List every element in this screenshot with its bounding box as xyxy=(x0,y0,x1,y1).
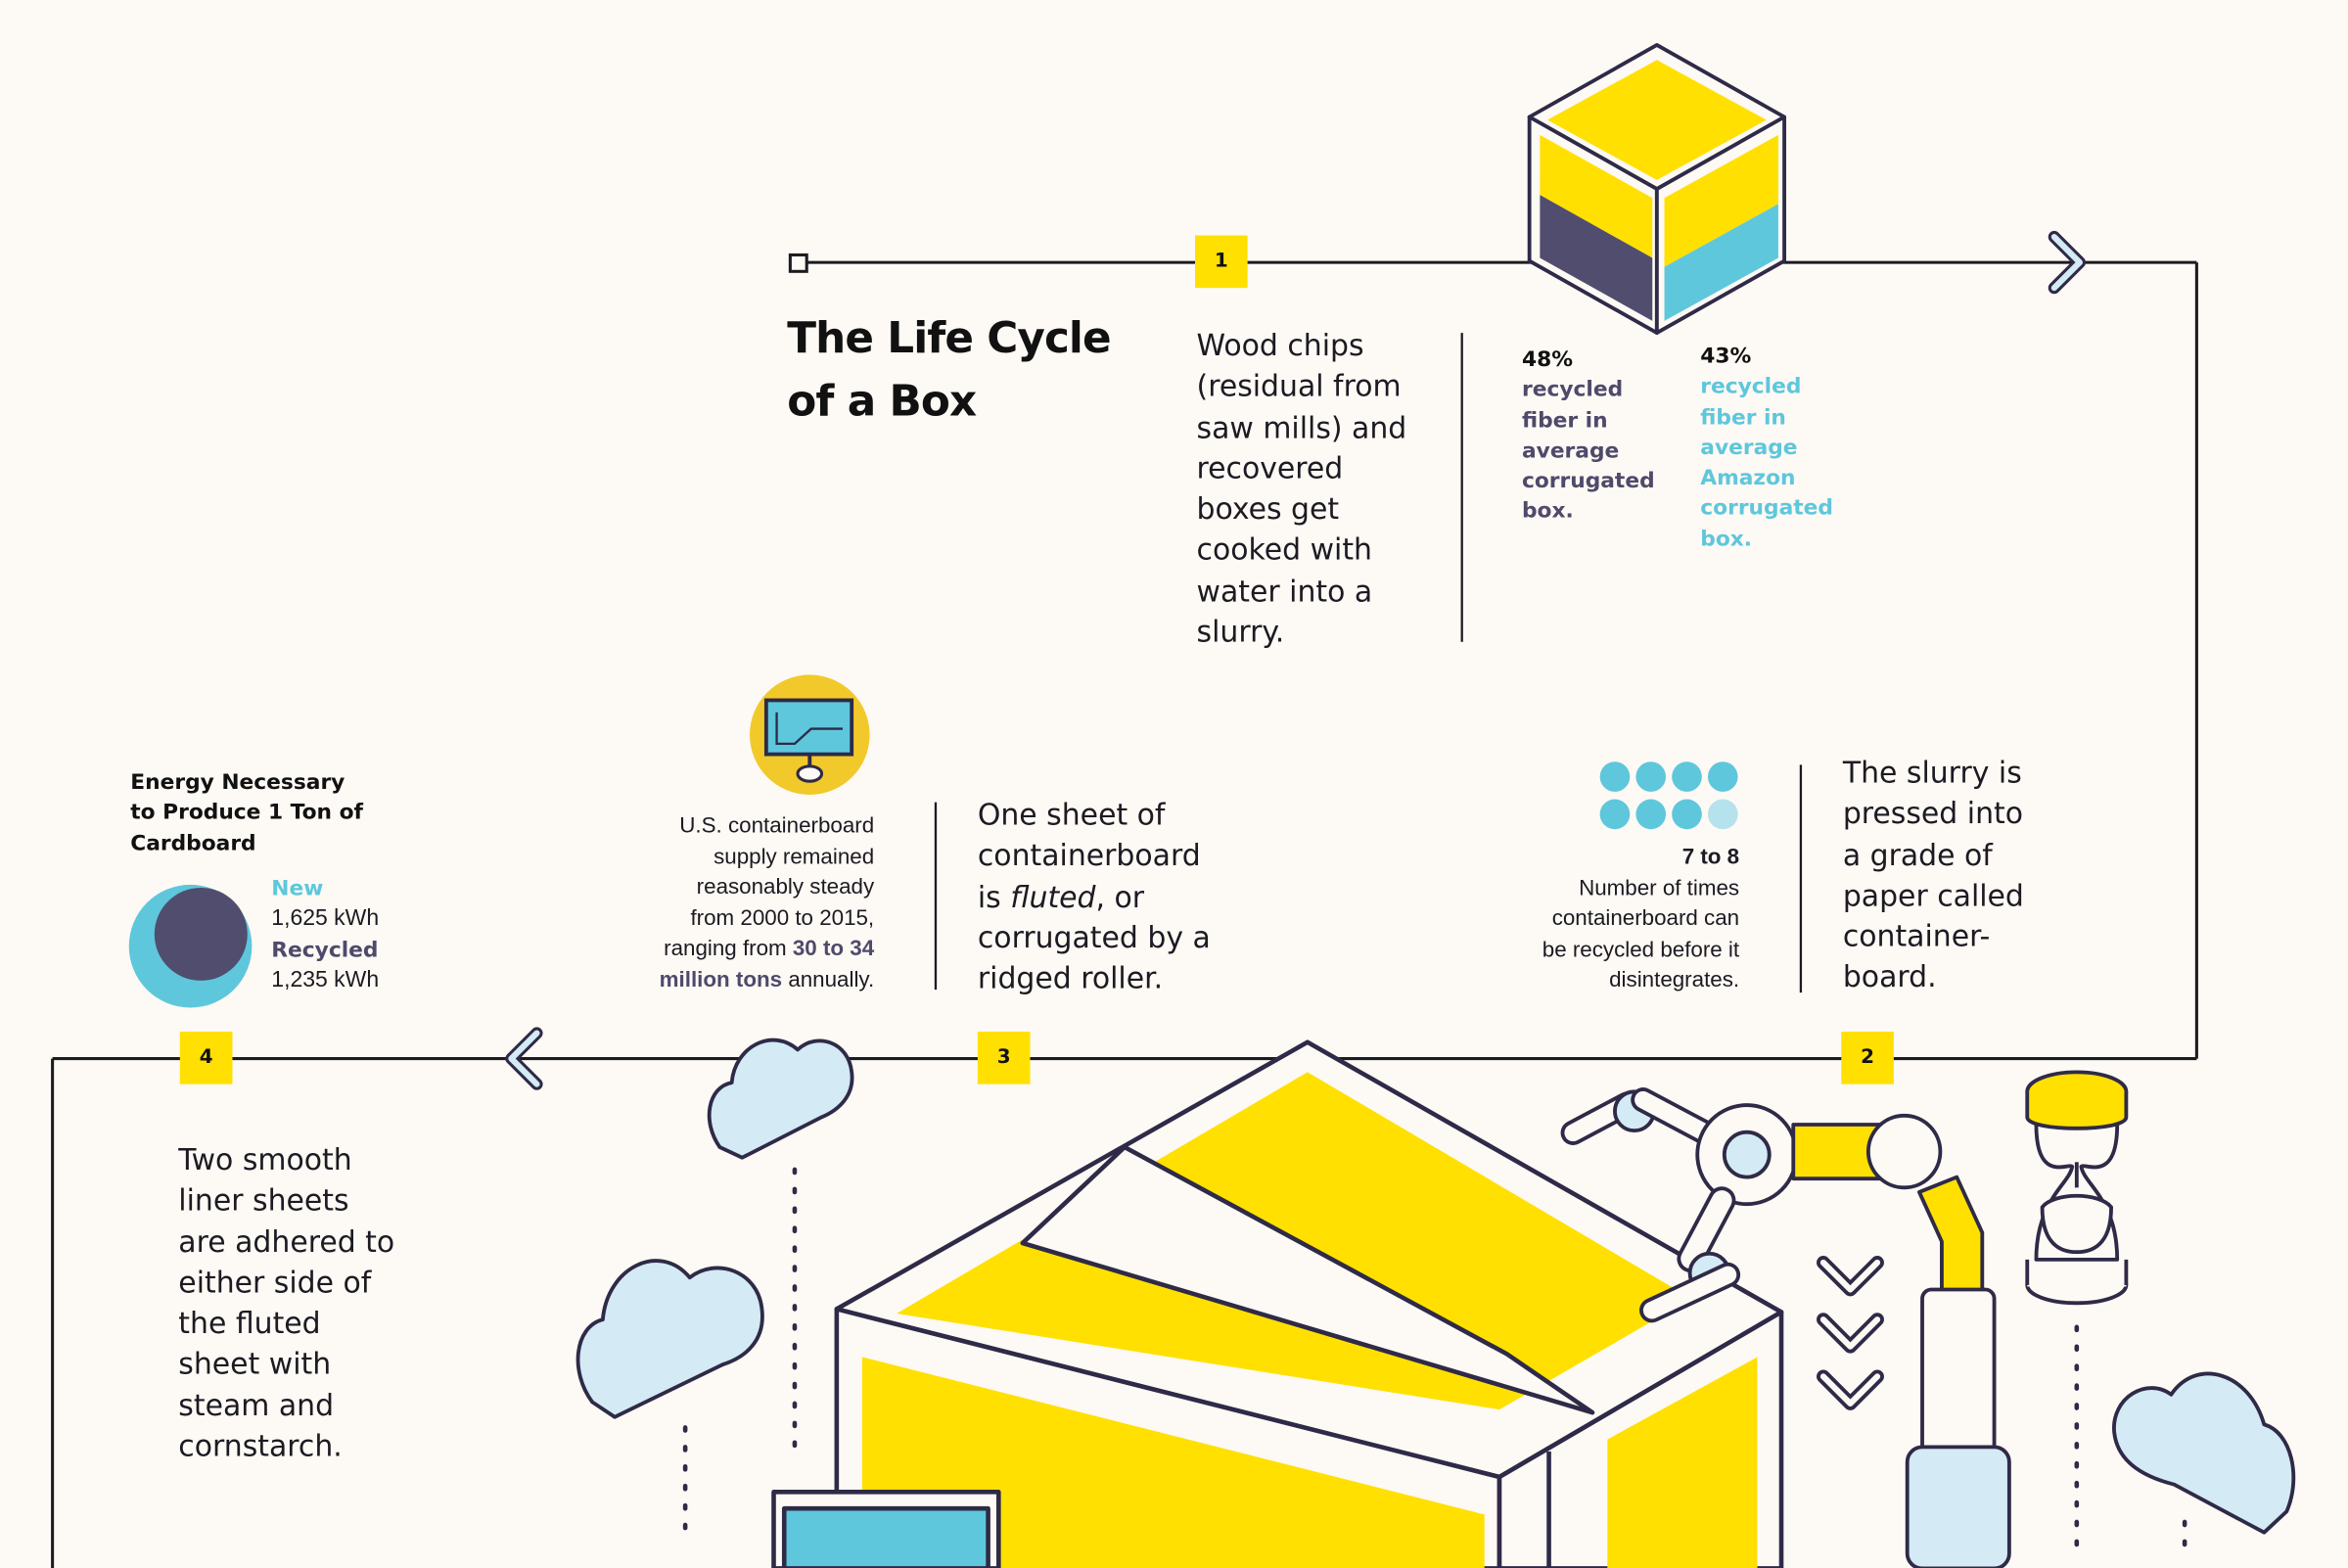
recycled-stat-amazon: 43% recycled fiber in average Amazon cor… xyxy=(1700,342,1850,555)
legend-recycled-value: 1,235 kWh xyxy=(271,966,380,993)
hourglass-icon xyxy=(2025,1070,2129,1306)
text-line: be recycled before it xyxy=(1542,938,1740,963)
text-line: Energy Necessary xyxy=(130,770,345,795)
cloud-icon xyxy=(575,1259,764,1419)
flow-start-marker xyxy=(788,253,808,273)
text-line: corrugated xyxy=(1700,496,1833,522)
text-line: corrugated xyxy=(1521,469,1655,494)
text-line: Cardboard xyxy=(130,831,256,856)
text-line: board. xyxy=(1842,960,1937,995)
text-line: Two smooth xyxy=(178,1142,352,1177)
text-line: cornstarch. xyxy=(178,1429,343,1464)
text-line: supply remained xyxy=(714,845,875,869)
circle-dots-icon xyxy=(1599,761,1738,830)
text-line: saw mills) and xyxy=(1196,410,1407,445)
chevron-right-icon xyxy=(2048,230,2087,295)
step-badge-2: 2 xyxy=(1841,1032,1894,1084)
legend-recycled-label: Recycled xyxy=(271,938,379,962)
text-line: slurry. xyxy=(1196,615,1285,650)
text-line: U.S. containerboard xyxy=(679,813,875,839)
text-line: containerboard can xyxy=(1551,907,1740,932)
step-1-description: Wood chips (residual from saw mills) and… xyxy=(1197,325,1459,653)
text-line: fiber in xyxy=(1700,405,1786,431)
energy-title: Energy Necessary to Produce 1 Ton of Car… xyxy=(130,767,400,858)
text-line: a grade of xyxy=(1842,837,1993,873)
text-line: box. xyxy=(1521,499,1574,525)
text-line: cooked with xyxy=(1196,532,1372,568)
text-line: liner sheets xyxy=(178,1183,349,1219)
supply-stat: U.S. containerboard supply remained reas… xyxy=(584,811,875,996)
box-illustration xyxy=(771,1039,1784,1568)
text-line: paper called xyxy=(1842,878,2024,913)
energy-circle-icon xyxy=(128,884,253,1008)
robot-arm-icon xyxy=(1560,1087,2011,1568)
text-line: are adhered to xyxy=(178,1224,395,1260)
text-line: recycled xyxy=(1521,378,1624,403)
text-line: steam and xyxy=(178,1388,335,1423)
text-line: ridged roller. xyxy=(977,961,1164,996)
text-line: water into a xyxy=(1196,574,1373,609)
text-line: pressed into xyxy=(1842,796,2024,832)
text-line: recovered xyxy=(1196,450,1344,486)
recycled-stat-average: 48% recycled fiber in average corrugated… xyxy=(1522,345,1672,528)
text-line: the fluted xyxy=(178,1306,321,1341)
step-2-description: The slurry is pressed into a grade of pa… xyxy=(1843,753,2097,998)
page-title: The Life Cycle of a Box xyxy=(787,307,1176,434)
text-line: boxes get xyxy=(1196,491,1340,528)
cloud-icon xyxy=(707,1038,854,1160)
step-badge-4: 4 xyxy=(179,1032,233,1084)
text-line: ranging from 30 to 34 xyxy=(664,938,875,962)
energy-legend: New 1,625 kWh Recycled 1,235 kWh xyxy=(271,874,421,995)
recycle-times-stat: 7 to 8 Number of times containerboard ca… xyxy=(1440,843,1739,997)
text-line: to Produce 1 Ton of xyxy=(130,801,363,826)
text-line: either side of xyxy=(178,1265,372,1301)
text-line: disintegrates. xyxy=(1609,969,1740,993)
text-line: reasonably steady xyxy=(696,875,875,900)
flow-path xyxy=(51,260,2198,1568)
monitor-icon xyxy=(750,674,870,795)
step-badge-1: 1 xyxy=(1195,235,1248,289)
stat-value: 7 to 8 xyxy=(1681,846,1740,870)
text-line: sheet with xyxy=(178,1347,332,1382)
text-line: from 2000 to 2015, xyxy=(690,906,875,932)
text-line: (residual from xyxy=(1196,369,1402,404)
text-line: average xyxy=(1700,436,1798,461)
text-line: One sheet of xyxy=(977,798,1166,833)
text-line: Wood chips xyxy=(1196,328,1364,363)
legend-new-label: New xyxy=(271,877,324,901)
text-line: corrugated by a xyxy=(977,920,1211,955)
text-line: Number of times xyxy=(1579,876,1740,901)
chevron-left-icon xyxy=(505,1027,543,1090)
text-line: The slurry is xyxy=(1842,756,2022,791)
text-line: is fluted, or xyxy=(977,879,1145,914)
step-badge-3: 3 xyxy=(977,1032,1031,1084)
text-line: container- xyxy=(1842,919,1991,954)
text-line: recycled xyxy=(1700,375,1802,399)
text-line: fiber in xyxy=(1521,408,1608,434)
chevron-down-icon-inner xyxy=(1819,1259,1881,1407)
cube-icon xyxy=(1527,43,1786,336)
page-title-line: The Life Cycle xyxy=(787,313,1111,363)
text-line: Amazon xyxy=(1700,466,1796,491)
text-line: average xyxy=(1521,438,1620,464)
cloud-icon xyxy=(2112,1371,2296,1535)
dotted-line xyxy=(682,1167,2187,1562)
stat-value: 48% xyxy=(1521,347,1574,372)
stat-value: 43% xyxy=(1700,345,1752,369)
legend-new-value: 1,625 kWh xyxy=(271,905,380,932)
text-line: box. xyxy=(1700,527,1753,552)
page-title-line: of a Box xyxy=(787,376,977,427)
text-line: containerboard xyxy=(977,838,1201,874)
step-4-description: Two smooth liner sheets are adhered to e… xyxy=(178,1139,433,1467)
text-line: million tons annually. xyxy=(659,968,875,993)
step-3-description: One sheet of containerboard is fluted, o… xyxy=(978,795,1248,999)
